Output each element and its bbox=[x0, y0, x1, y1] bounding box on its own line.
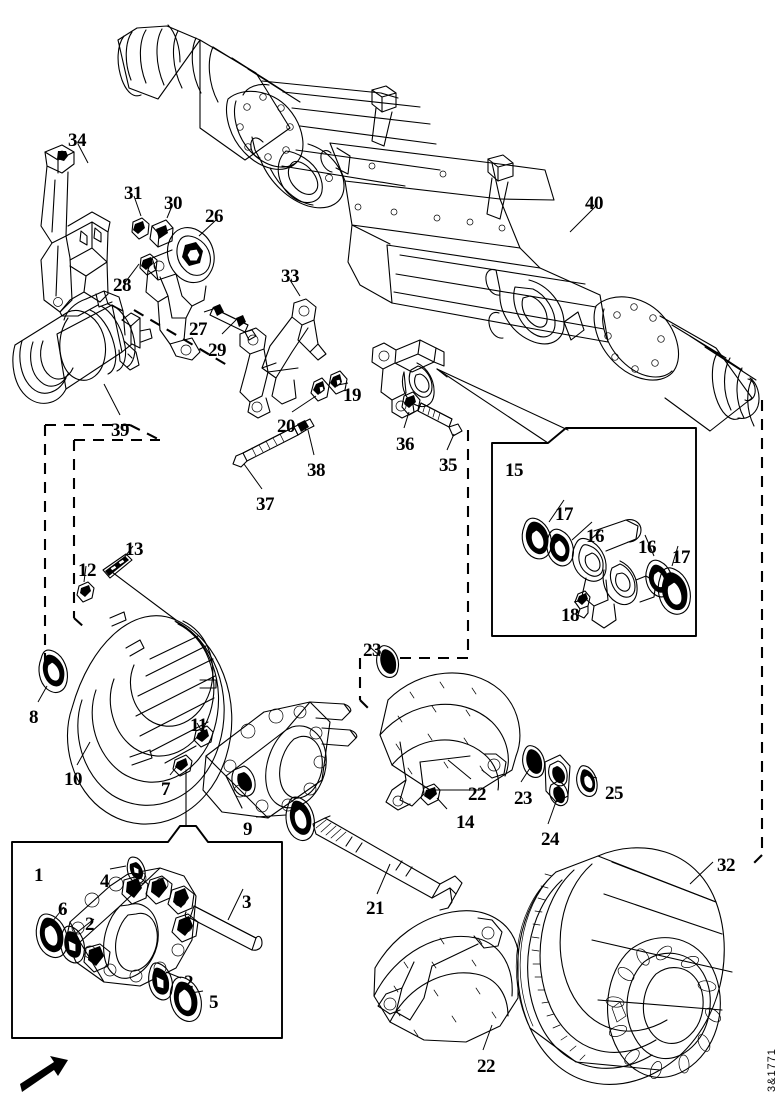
slack-adjuster-26 bbox=[131, 217, 215, 361]
callout-23-28: 23 bbox=[363, 640, 382, 661]
callout-23-30: 23 bbox=[514, 788, 533, 809]
callout-4-39: 4 bbox=[100, 871, 110, 892]
bolt-37-nut-38 bbox=[232, 418, 315, 468]
brake-shoe-upper-22 bbox=[376, 645, 598, 811]
callout-22-36: 22 bbox=[477, 1056, 496, 1077]
callout-12-23: 12 bbox=[78, 560, 97, 581]
callout-30-2: 30 bbox=[164, 193, 183, 214]
chamber-bracket-34 bbox=[40, 144, 111, 317]
callout-18-21: 18 bbox=[561, 605, 580, 626]
callout-26-3: 26 bbox=[205, 206, 224, 227]
callout-31-1: 31 bbox=[124, 183, 143, 204]
callout-17-20: 17 bbox=[672, 547, 691, 568]
callout-14-33: 14 bbox=[456, 812, 475, 833]
inset-box-1 bbox=[11, 769, 283, 1039]
callout-19-10: 19 bbox=[343, 385, 362, 406]
dust-shield-10 bbox=[38, 553, 233, 825]
callout-28-4: 28 bbox=[113, 275, 132, 296]
callout-1-38: 1 bbox=[34, 865, 44, 886]
dashed-group-boundaries bbox=[43, 309, 764, 866]
callout-21-35: 21 bbox=[366, 898, 385, 919]
brake-shoe-lower-22 bbox=[373, 910, 519, 1043]
callout-10-26: 10 bbox=[64, 769, 83, 790]
direction-arrow bbox=[20, 1056, 68, 1092]
callout-13-22: 13 bbox=[125, 539, 144, 560]
camshaft-bracket-mid bbox=[371, 339, 445, 419]
figure-id-label: 3&1771 bbox=[766, 1048, 778, 1092]
callout-20-11: 20 bbox=[277, 416, 296, 437]
axle-housing-assembly bbox=[117, 24, 760, 432]
callout-27-7: 27 bbox=[189, 319, 208, 340]
callout-32-37: 32 bbox=[717, 855, 736, 876]
callout-2-42: 2 bbox=[85, 914, 95, 935]
callout-7-27: 7 bbox=[161, 779, 171, 800]
callout-16-18: 16 bbox=[586, 526, 605, 547]
callout-6-41: 6 bbox=[58, 899, 68, 920]
callout-36-12: 36 bbox=[396, 434, 415, 455]
callout-39-9: 39 bbox=[111, 420, 130, 441]
callout-16-19: 16 bbox=[638, 537, 657, 558]
callout-24-32: 24 bbox=[541, 829, 560, 850]
callout-9-34: 9 bbox=[243, 819, 253, 840]
callout-37-15: 37 bbox=[256, 494, 275, 515]
brake-drum-32 bbox=[515, 847, 733, 1085]
washer-19-bushing-20 bbox=[310, 370, 348, 402]
callout-25-31: 25 bbox=[605, 783, 624, 804]
callout-15-16: 15 bbox=[505, 460, 524, 481]
callout-11-25: 11 bbox=[190, 715, 207, 736]
inset-box-15 bbox=[436, 368, 697, 637]
callout-29-8: 29 bbox=[208, 340, 227, 361]
callout-8-24: 8 bbox=[29, 707, 39, 728]
camshaft-bracket-33 bbox=[209, 298, 327, 419]
callout-35-13: 35 bbox=[439, 455, 458, 476]
callout-2-43: 2 bbox=[184, 972, 194, 993]
callout-17-17: 17 bbox=[555, 504, 574, 525]
callout-34-0: 34 bbox=[68, 130, 87, 151]
callout-22-29: 22 bbox=[468, 784, 487, 805]
leader-lines bbox=[37, 143, 714, 1051]
brake-chamber-39 bbox=[12, 290, 153, 404]
callout-3-40: 3 bbox=[242, 892, 252, 913]
spider-assembly bbox=[172, 701, 358, 841]
callout-40-5: 40 bbox=[585, 193, 604, 214]
callout-33-6: 33 bbox=[281, 266, 300, 287]
callout-38-14: 38 bbox=[307, 460, 326, 481]
callout-5-44: 5 bbox=[209, 992, 219, 1013]
